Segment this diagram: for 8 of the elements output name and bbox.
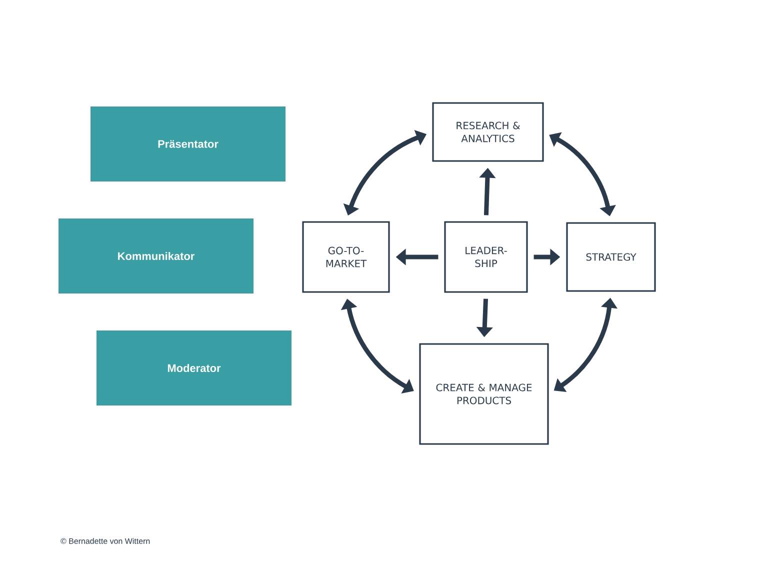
sketch-box: RESEARCH & ANALYTICS: [432, 102, 544, 162]
role-box: Kommunikator: [58, 218, 254, 294]
sketch-box: GO-TO-MARKET: [302, 221, 390, 293]
sketch-box: LEADER-SHIP: [444, 221, 528, 293]
role-box: Präsentator: [90, 106, 286, 182]
sketch-box: STRATEGY: [566, 222, 656, 292]
role-box: Moderator: [96, 330, 292, 406]
sketch-box: CREATE & MANAGE PRODUCTS: [419, 343, 549, 445]
